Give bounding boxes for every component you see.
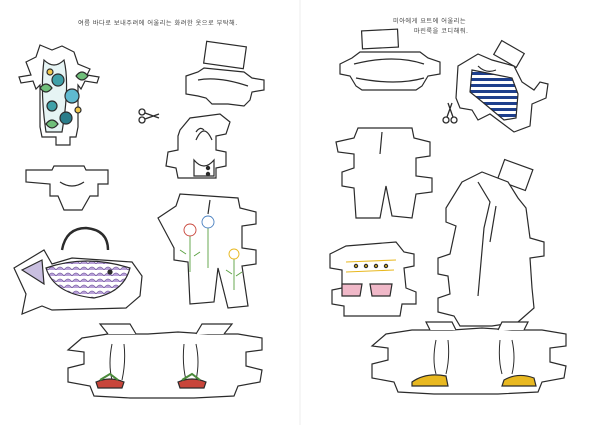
right-caption-line1: 미아에게 요트에 어울리는: [393, 18, 467, 25]
sailor-hat-icon[interactable]: [339, 28, 441, 91]
book-spine: [299, 0, 301, 425]
fish-bag-icon[interactable]: [13, 226, 143, 315]
left-caption: 여름 바다로 보내주려에 어울리는 화려한 옷으로 부탁해.: [78, 20, 238, 27]
hawaiian-shirt-icon[interactable]: [18, 44, 100, 146]
striped-top-icon[interactable]: [455, 39, 549, 133]
doll-base-right-icon[interactable]: [370, 321, 567, 395]
flower-pants-icon[interactable]: [157, 193, 257, 309]
scissors-icon: [138, 108, 160, 124]
long-pants-icon[interactable]: [335, 127, 433, 219]
doll-base-left-icon[interactable]: [66, 323, 263, 399]
halter-top-icon[interactable]: [165, 113, 231, 179]
right-caption-line2: 마린룩을 코디해줘.: [414, 28, 469, 35]
sun-hat-icon[interactable]: [185, 40, 265, 107]
long-coat-icon[interactable]: [437, 158, 545, 327]
scissors-icon: [442, 102, 458, 124]
swim-bottom-icon[interactable]: [25, 165, 109, 211]
shorts-icon[interactable]: [329, 241, 417, 317]
